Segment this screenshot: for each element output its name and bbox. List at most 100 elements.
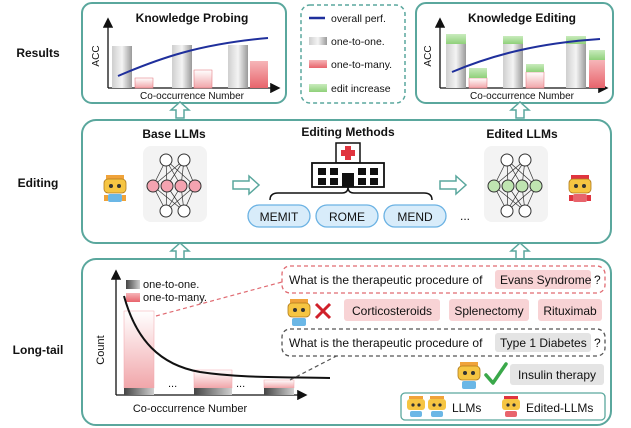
legend-one-to-many-label: one-to-many. — [331, 59, 392, 71]
longtail-curve — [123, 295, 331, 379]
row-label-editing: Editing — [18, 176, 59, 190]
answer-tag-1: Corticosteroids — [344, 299, 440, 321]
probing-x-label: Co-occurrence Number — [140, 91, 245, 102]
row-label-results: Results — [16, 46, 60, 60]
editing-bar-increase-2 — [469, 68, 487, 78]
longtail-legend-one-swatch — [126, 280, 140, 289]
probing-bar-one-to-many-3 — [250, 61, 268, 88]
edited-llms-title: Edited LLMs — [486, 127, 558, 141]
editing-bar-one-to-many-2 — [525, 71, 545, 89]
longtail-bar-one-1 — [124, 388, 154, 395]
editing-chart-title: Knowledge Editing — [468, 11, 576, 25]
method-pill-mend: MEND — [383, 204, 447, 228]
method-label-mend: MEND — [397, 210, 433, 224]
knowledge-editing-panel: Knowledge Editing ACC Co-occurrence Numb… — [415, 2, 614, 104]
knowledge-probing-panel: Knowledge Probing ACC Co-occurrence Numb… — [81, 2, 287, 104]
question2-box: What is the therapeutic procedure of Typ… — [281, 328, 606, 357]
longtail-bar-one-2 — [194, 388, 232, 395]
probing-title: Knowledge Probing — [136, 11, 249, 25]
longtail-legend-many-label: one-to-many. — [143, 292, 207, 304]
hospital-icon — [311, 142, 385, 188]
longtail-dots-2: ... — [236, 378, 245, 390]
legend-edited-llms-label: Edited-LLMs — [526, 401, 593, 415]
editing-bar-increase-1 — [446, 34, 466, 44]
question2-prefix: What is the therapeutic procedure of — [289, 336, 483, 350]
editing-bar-increase-5 — [566, 36, 586, 44]
probing-bar-one-to-one-1 — [112, 46, 132, 88]
probing-bar-one-to-one-2 — [172, 45, 192, 88]
answer-tag-2: Splenectomy — [449, 299, 529, 321]
answer-tag-1-label: Corticosteroids — [352, 304, 432, 318]
probing-bar-one-to-one-3 — [228, 45, 248, 88]
legend-edited-robot-icon — [502, 396, 520, 417]
longtail-legend-one-label: one-to-one. — [143, 279, 199, 291]
correct-check-icon — [484, 362, 508, 385]
editing-methods-title: Editing Methods — [301, 125, 395, 139]
probing-bar-one-to-many-2 — [193, 69, 213, 89]
wrong-x-icon — [314, 302, 332, 320]
up-arrow-left — [169, 100, 191, 119]
longtail-dots-1: ... — [168, 378, 177, 390]
up-arrow-left-lower — [169, 241, 191, 260]
method-label-rome: ROME — [329, 210, 365, 224]
editing-chart-x-label: Co-occurrence Number — [470, 91, 575, 102]
question1-box: What is the therapeutic procedure of Eva… — [281, 265, 606, 294]
longtail-x-label: Co-occurrence Number — [133, 403, 248, 415]
question2-entity-highlight — [495, 333, 591, 352]
question1-mark: ? — [594, 273, 601, 287]
results-legend: overall perf. one-to-one. one-to-many. e… — [300, 4, 406, 104]
robot-edited-llm-icon-right — [568, 175, 592, 202]
probing-y-label: ACC — [91, 45, 102, 66]
method-pill-rome: ROME — [315, 204, 379, 228]
question2-entity: Type 1 Diabetes — [500, 336, 587, 350]
answer-tag-3-label: Rituximab — [543, 304, 597, 318]
question1-entity: Evans Syndrome — [500, 273, 592, 287]
question2-mark: ? — [594, 336, 601, 350]
legend-edit-increase-label: edit increase — [331, 83, 391, 95]
robot-llm-icon-left — [103, 175, 127, 202]
longtail-legend-many-swatch — [126, 293, 140, 302]
legend-llm-robot-icon-1 — [407, 396, 425, 417]
editing-bar-one-to-one-3 — [566, 44, 586, 88]
legend-llm-robot-icon-2 — [428, 396, 446, 417]
methods-ellipsis: ... — [460, 209, 470, 223]
answer-tag-3: Rituximab — [538, 299, 602, 321]
editing-bar-increase-4 — [526, 64, 544, 72]
robot-llm-icon-q2 — [457, 362, 481, 389]
method-label-memit: MEMIT — [260, 210, 299, 224]
longtail-chart: Count Co-occurrence Number one-to-one. o… — [95, 269, 331, 415]
edited-llm-network-icon — [484, 146, 548, 222]
right-arrow-1 — [232, 174, 261, 196]
legend-one-to-many-swatch — [309, 60, 327, 68]
editing-bar-increase-3 — [503, 36, 523, 44]
question1-entity-highlight — [495, 270, 591, 289]
editing-bar-one-to-many-1 — [468, 77, 488, 89]
llm-legend-box: LLMs Edited-LLMs — [400, 392, 606, 421]
probing-overall-curve — [117, 37, 269, 77]
longtail-bar-one-3 — [264, 388, 294, 395]
method-pill-memit: MEMIT — [247, 204, 311, 228]
base-llm-network-icon — [143, 146, 207, 222]
probing-bar-one-to-many-1 — [134, 77, 154, 89]
answer2-label: Insulin therapy — [518, 368, 596, 382]
row-label-longtail: Long-tail — [13, 343, 64, 357]
robot-llm-icon-q1 — [287, 299, 311, 326]
question1-prefix: What is the therapeutic procedure of — [289, 273, 483, 287]
right-arrow-2 — [439, 174, 468, 196]
methods-brace — [269, 186, 433, 201]
editing-bar-one-to-many-3 — [589, 60, 605, 88]
up-arrow-right-lower — [509, 241, 531, 260]
editing-bar-one-to-one-2 — [503, 44, 523, 88]
editing-bar-increase-6 — [589, 50, 605, 60]
connector-many-to-q1 — [155, 281, 283, 317]
legend-edit-increase-swatch — [309, 84, 327, 92]
longtail-bar-many-1 — [123, 310, 155, 389]
answer2-tag: Insulin therapy — [510, 364, 604, 385]
answer-tag-2-label: Splenectomy — [454, 304, 523, 318]
legend-overall-label: overall perf. — [331, 13, 386, 25]
base-llms-title: Base LLMs — [142, 127, 206, 141]
up-arrow-right — [509, 100, 531, 119]
legend-llms-label: LLMs — [452, 401, 481, 415]
longtail-bar-many-3 — [263, 379, 295, 389]
